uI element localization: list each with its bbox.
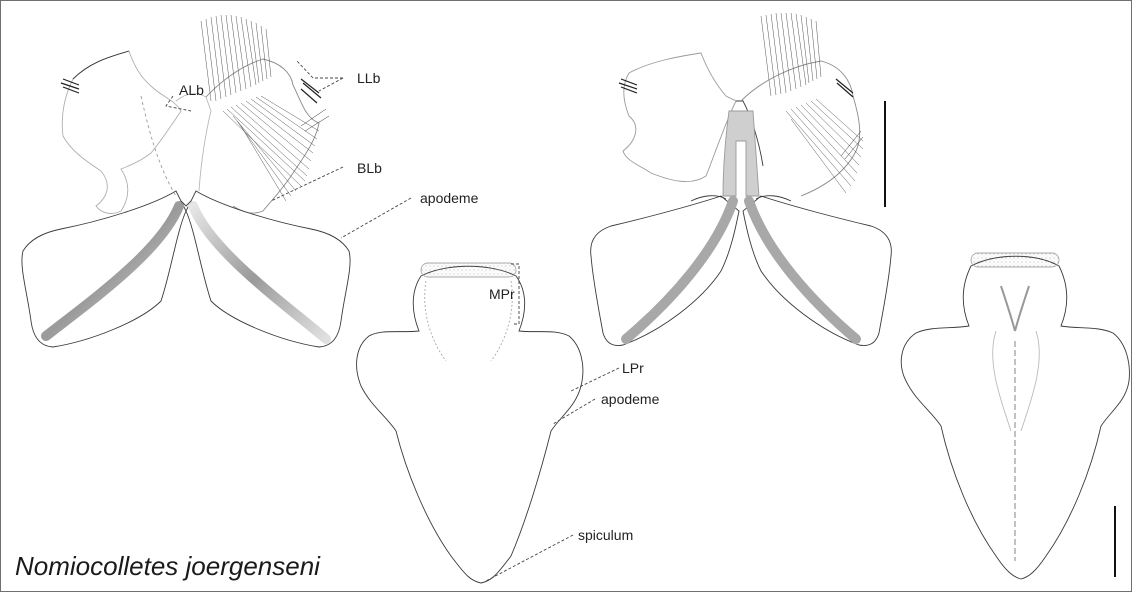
- label-mpr: MPr: [489, 287, 515, 301]
- right-hair-tufts: [619, 13, 863, 193]
- left-hair-tufts: [61, 15, 329, 201]
- label-alb: ALb: [179, 83, 204, 97]
- lower-middle-structure: [357, 263, 583, 583]
- label-spiculum: spiculum: [578, 528, 633, 542]
- lower-right-structure: [901, 253, 1129, 579]
- label-blb: BLb: [357, 161, 382, 175]
- label-apodeme-lower: apodeme: [601, 392, 659, 406]
- label-llb: LLb: [357, 71, 380, 85]
- label-lpr: LPr: [622, 361, 644, 375]
- label-apodeme-upper: apodeme: [420, 191, 478, 205]
- right-upper-structure: [591, 53, 892, 346]
- leader-lines: [166, 61, 619, 581]
- species-name: Nomiocolletes joergenseni: [15, 553, 320, 579]
